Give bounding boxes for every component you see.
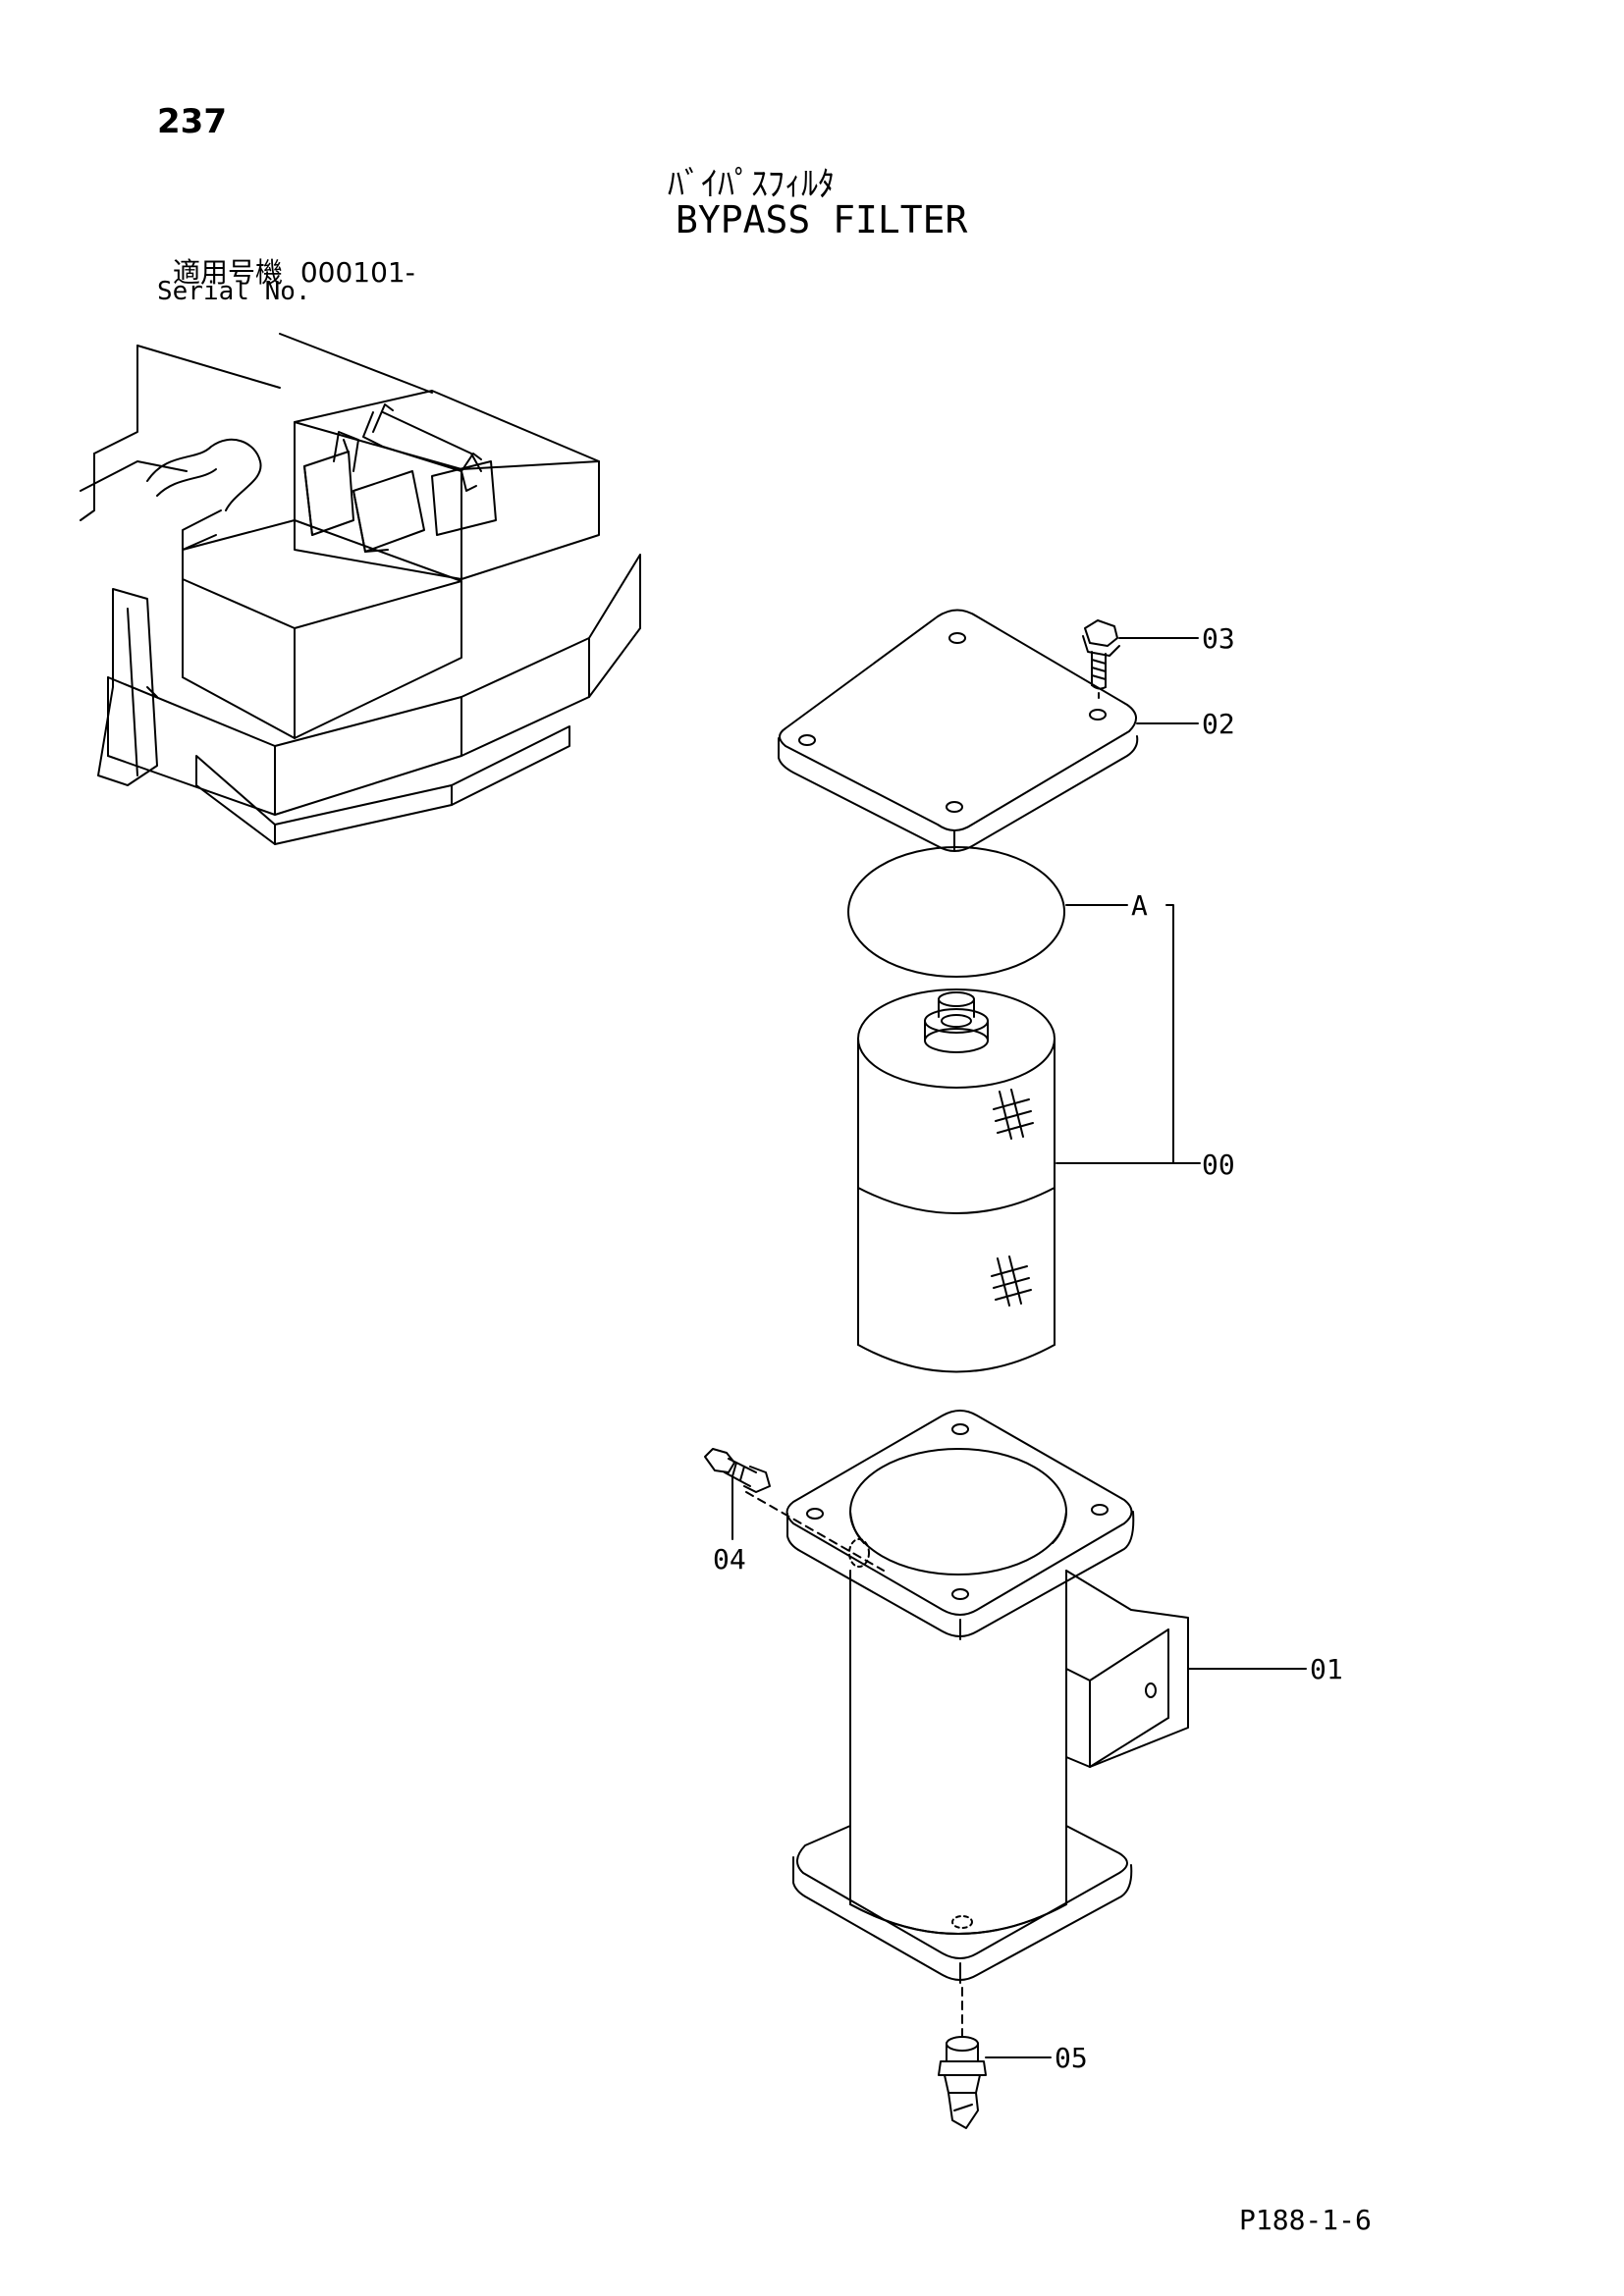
title-japanese: ﾊﾞｲﾊﾟｽﾌｨﾙﾀ bbox=[668, 165, 835, 204]
title-english: BYPASS FILTER bbox=[676, 198, 968, 241]
serial-value: 000101- bbox=[299, 256, 415, 289]
serial-label-japanese: 適用号機 bbox=[173, 256, 284, 289]
gasket-ring bbox=[848, 847, 1064, 977]
machine-location-view bbox=[81, 334, 640, 844]
top-cover-plate bbox=[779, 611, 1137, 852]
callout-01: 01 bbox=[1310, 1653, 1343, 1685]
leader-lines bbox=[732, 638, 1306, 2057]
mesh-hatch bbox=[992, 1090, 1033, 1306]
filter-housing bbox=[746, 1411, 1188, 2037]
page-number: 237 bbox=[157, 102, 227, 141]
callout-04: 04 bbox=[713, 1543, 746, 1575]
callout-03: 03 bbox=[1202, 622, 1235, 655]
callout-a: A bbox=[1131, 889, 1148, 922]
serial-range: 適用号機 000101- bbox=[173, 251, 415, 291]
serial-label-english: Serial No. bbox=[157, 277, 311, 306]
callout-05: 05 bbox=[1055, 2042, 1088, 2074]
side-fitting bbox=[705, 1449, 770, 1492]
callout-02: 02 bbox=[1202, 708, 1235, 740]
filter-element bbox=[858, 989, 1055, 1372]
drawing-code: P188-1-6 bbox=[1239, 2204, 1372, 2236]
bolt bbox=[1083, 620, 1119, 703]
callout-00: 00 bbox=[1202, 1148, 1235, 1181]
drain-fitting bbox=[939, 2037, 986, 2128]
